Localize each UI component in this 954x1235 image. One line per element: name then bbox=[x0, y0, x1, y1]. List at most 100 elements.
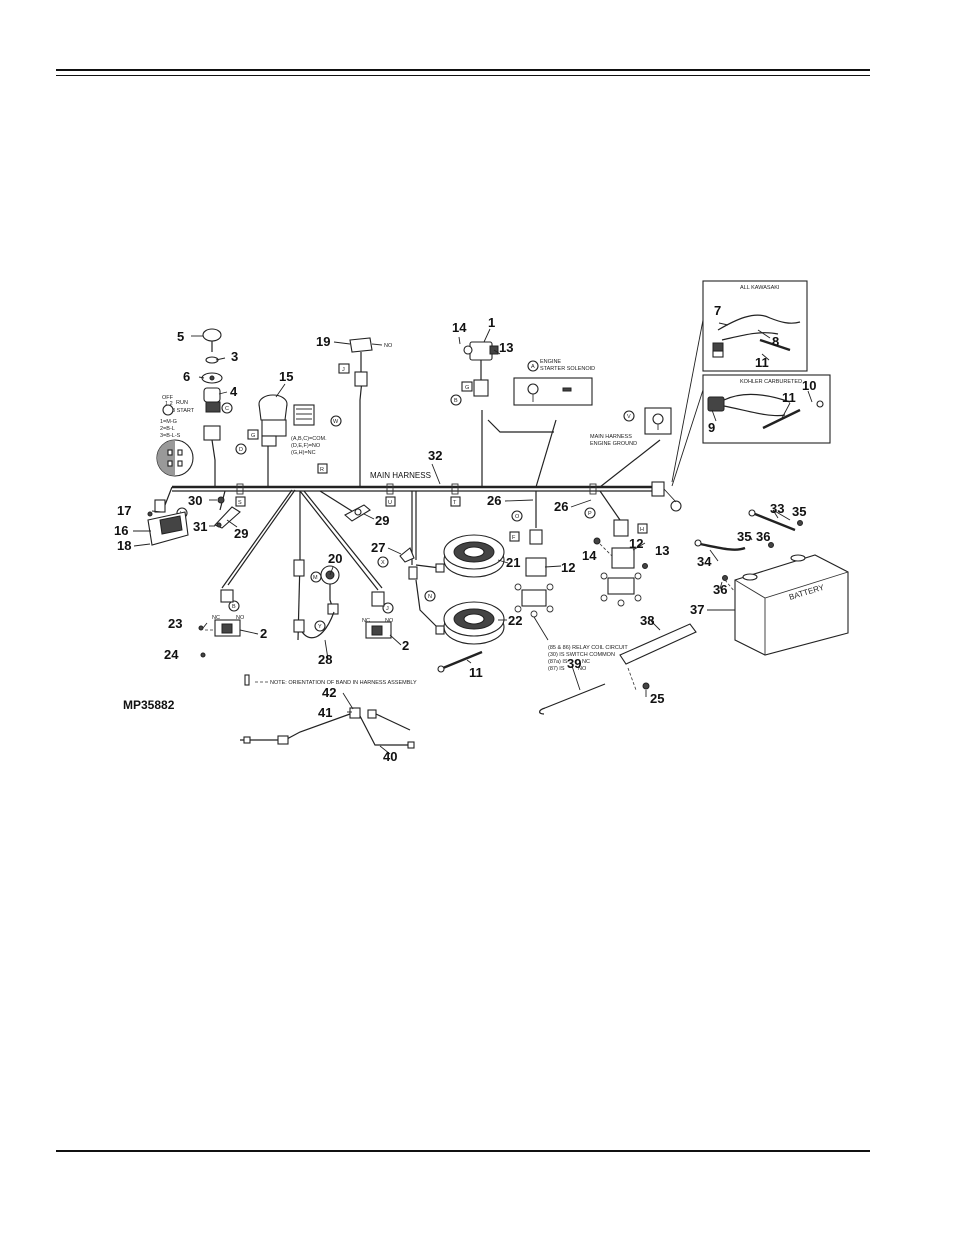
light-switch bbox=[293, 559, 340, 639]
callout-37: 37 bbox=[690, 602, 704, 617]
callout-26-left: 26 bbox=[487, 493, 501, 508]
relay-nc: NC bbox=[582, 659, 590, 665]
callout-39: 39 bbox=[567, 656, 581, 671]
engine-solenoid-box: ENGINE STARTER SOLENOID bbox=[513, 359, 595, 406]
seat-switch-no: NO bbox=[384, 343, 393, 349]
main-harness: MAIN HARNESS bbox=[172, 471, 682, 512]
svg-text:W: W bbox=[333, 419, 339, 425]
callout-2-right: 2 bbox=[402, 638, 409, 653]
svg-text:Y: Y bbox=[318, 624, 322, 630]
callout-36-lower: 36 bbox=[713, 582, 727, 597]
callout-15: 15 bbox=[279, 369, 293, 384]
svg-text:O: O bbox=[515, 514, 520, 520]
callout-16: 16 bbox=[114, 523, 128, 538]
callout-21: 21 bbox=[506, 555, 520, 570]
callout-5: 5 bbox=[177, 329, 184, 344]
engine-ground-box: MAIN HARNESS ENGINE GROUND bbox=[590, 407, 672, 447]
svg-text:H: H bbox=[640, 527, 644, 533]
switch-legend-2: (D,E,F)=NO bbox=[291, 443, 321, 449]
callout-27: 27 bbox=[371, 540, 385, 555]
ignition-legend-1: 1=M-G bbox=[160, 419, 177, 425]
svg-text:J: J bbox=[342, 367, 345, 373]
relay-note-2: (30) IS SWITCH COMMON bbox=[548, 652, 615, 658]
inset-kohler-title: KOHLER CARBURETED bbox=[740, 379, 802, 385]
ignition-pos-numbers: 1 2 bbox=[165, 401, 173, 407]
left-switch-no: NO bbox=[236, 615, 245, 621]
callout-26-right: 26 bbox=[554, 499, 568, 514]
svg-text:N: N bbox=[428, 594, 432, 600]
callout-11: 11 bbox=[469, 665, 483, 680]
callout-20: 20 bbox=[328, 551, 342, 566]
svg-text:M: M bbox=[313, 575, 318, 581]
safety-switch-right: NC NO bbox=[362, 591, 394, 639]
switch-legend-3: (G,H)=NC bbox=[291, 450, 316, 456]
footer-rule bbox=[56, 1150, 870, 1152]
harness-branches bbox=[164, 379, 661, 641]
pto-clutch-upper bbox=[415, 534, 505, 578]
connector-bubbles: C D G W J B G A V R S U T I O P X N F H … bbox=[176, 360, 648, 632]
svg-text:C: C bbox=[225, 406, 229, 412]
svg-text:B: B bbox=[232, 604, 236, 610]
ignition-legend-2: 2=B-L bbox=[160, 426, 175, 432]
callout-13-top: 13 bbox=[499, 340, 513, 355]
callout-1: 1 bbox=[488, 315, 495, 330]
bracket-mid bbox=[344, 504, 371, 522]
ignition-pos-off: OFF bbox=[162, 395, 174, 401]
svg-text:S: S bbox=[238, 500, 242, 506]
relay-no: NO bbox=[578, 666, 587, 672]
engine-ground-label-2: ENGINE GROUND bbox=[590, 441, 637, 447]
ignition-legend-3: 3=B-L-S bbox=[160, 433, 181, 439]
svg-text:A: A bbox=[531, 364, 535, 370]
right-switch-nc: NC bbox=[362, 618, 370, 624]
fuse-holder bbox=[240, 707, 415, 749]
ignition-switch-assembly: OFF 1 2 RUN 3 START 1=M-G 2=B-L 3=B-L-S bbox=[156, 328, 223, 477]
main-harness-label: MAIN HARNESS bbox=[370, 471, 431, 480]
callout-14-right: 14 bbox=[582, 548, 597, 563]
callout-22: 22 bbox=[508, 613, 522, 628]
svg-text:D: D bbox=[239, 447, 243, 453]
svg-text:G: G bbox=[251, 433, 255, 439]
callout-41: 41 bbox=[318, 705, 332, 720]
callout-31: 31 bbox=[193, 519, 207, 534]
svg-text:V: V bbox=[627, 414, 631, 420]
left-switch-nc: NC bbox=[212, 615, 220, 621]
callout-12-left: 12 bbox=[561, 560, 575, 575]
svg-text:J: J bbox=[386, 606, 389, 612]
left-connector bbox=[147, 499, 189, 546]
svg-text:F: F bbox=[512, 535, 516, 541]
relay-right bbox=[593, 519, 648, 607]
right-switch-no: NO bbox=[385, 618, 394, 624]
leader-lines bbox=[133, 322, 813, 755]
callout-numbers: 1 2 2 3 4 5 6 7 8 9 10 11 11 11 12 12 13… bbox=[114, 303, 816, 764]
callout-7: 7 bbox=[714, 303, 721, 318]
safety-switch-left: NC NO bbox=[198, 589, 245, 658]
callout-24: 24 bbox=[164, 647, 179, 662]
band-note: NOTE: ORIENTATION OF BAND IN HARNESS ASS… bbox=[244, 674, 417, 686]
engine-solenoid-label-1: ENGINE bbox=[540, 359, 561, 365]
starter-solenoid bbox=[463, 341, 499, 397]
callout-38: 38 bbox=[640, 613, 654, 628]
callout-6: 6 bbox=[183, 369, 190, 384]
relay-note-4: (87) IS bbox=[548, 666, 565, 672]
callout-25: 25 bbox=[650, 691, 664, 706]
inset-kawasaki-title: ALL KAWASAKI bbox=[740, 285, 780, 291]
engine-ground-label-1: MAIN HARNESS bbox=[590, 434, 632, 440]
callout-13-right: 13 bbox=[655, 543, 669, 558]
bracket-left bbox=[214, 496, 241, 529]
callout-29-mid: 29 bbox=[375, 513, 389, 528]
callout-4: 4 bbox=[230, 384, 238, 399]
callout-3: 3 bbox=[231, 349, 238, 364]
callout-17: 17 bbox=[117, 503, 131, 518]
callout-19: 19 bbox=[316, 334, 330, 349]
callout-29-left: 29 bbox=[234, 526, 248, 541]
callout-42: 42 bbox=[322, 685, 336, 700]
pto-switch: (A,B,C)=COM. (D,E,F)=NO (G,H)=NC bbox=[258, 394, 327, 456]
band-note-text: NOTE: ORIENTATION OF BAND IN HARNESS ASS… bbox=[270, 680, 417, 686]
battery: BATTERY bbox=[734, 554, 849, 656]
callout-23: 23 bbox=[168, 616, 182, 631]
relay-note-1: (85 & 86) RELAY COIL CIRCUIT bbox=[548, 645, 628, 651]
clip-27 bbox=[399, 547, 418, 580]
callout-12-right: 12 bbox=[629, 536, 643, 551]
callout-34: 34 bbox=[697, 554, 712, 569]
